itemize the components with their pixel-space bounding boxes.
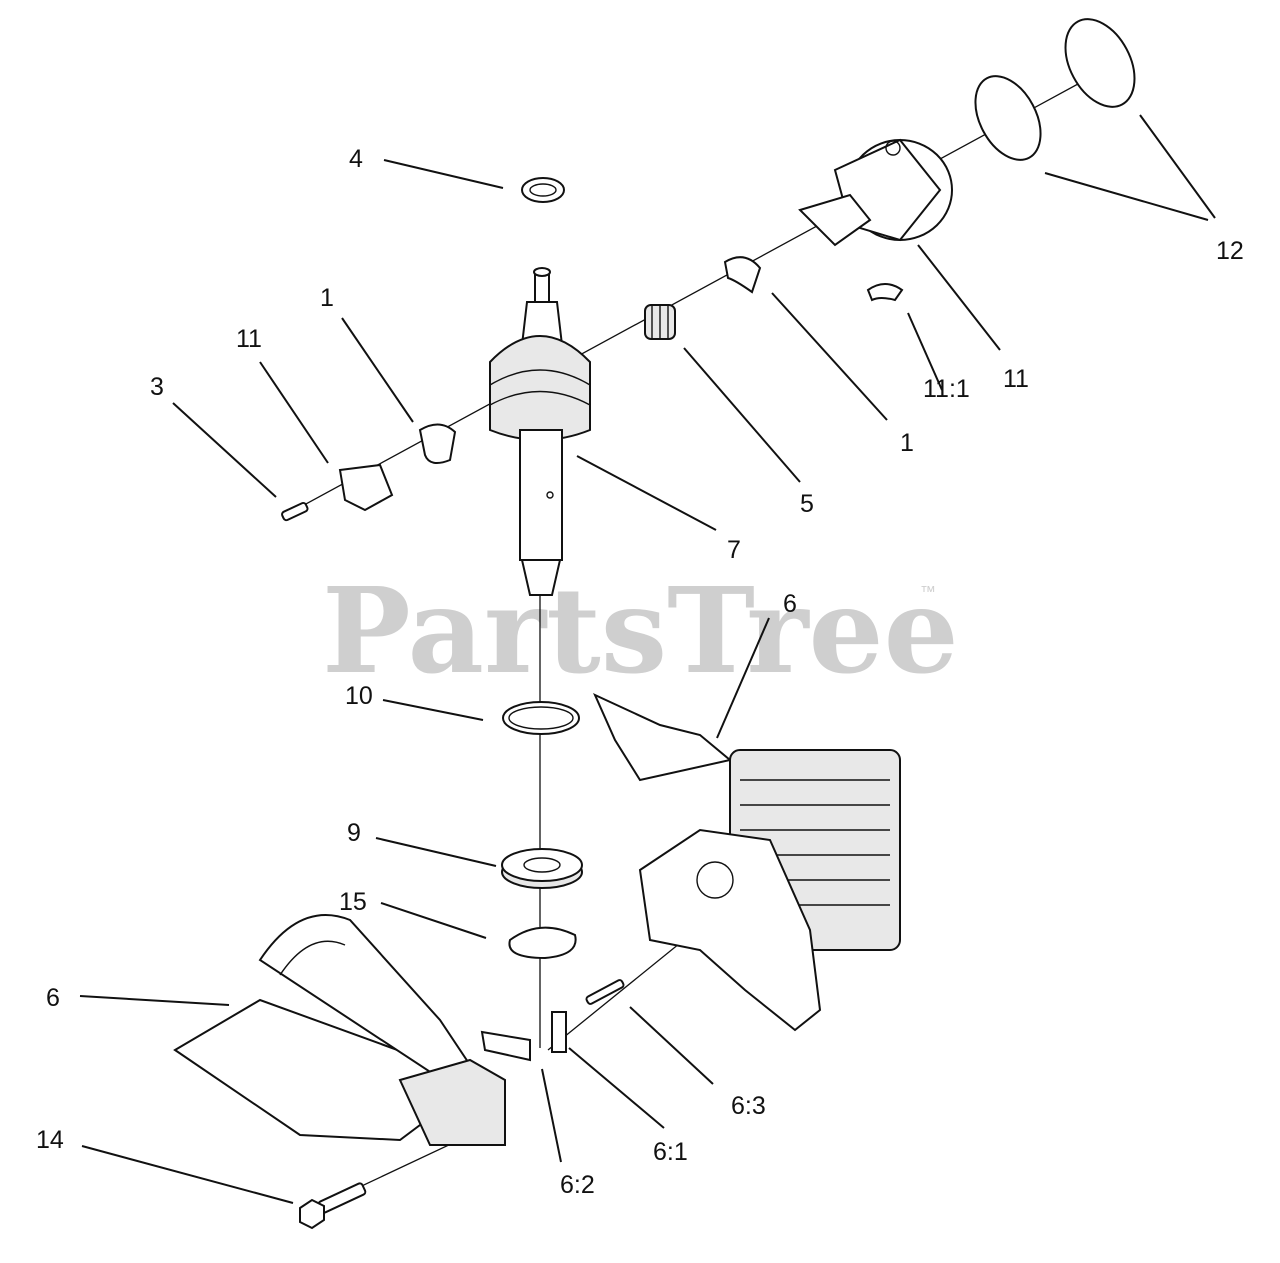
callout-labels: 4 12 1 11 3 11 11:1 1 5 7 6 10 9 15 6 6:…: [36, 145, 1244, 1199]
callout-10: 10: [345, 682, 373, 710]
part-6-2-gasket: [480, 1030, 531, 1062]
part-4-seal: [521, 177, 565, 203]
part-5-bearing: [644, 304, 676, 340]
part-10-ring: [502, 701, 580, 735]
callout-6-lower: 6: [46, 984, 60, 1012]
part-11-piston: [798, 138, 953, 247]
part-14-bolt: [299, 1182, 367, 1230]
callout-4: 4: [349, 145, 363, 173]
callout-9: 9: [347, 819, 361, 847]
crankshaft: [489, 267, 591, 596]
callout-6-upper: 6: [783, 590, 797, 618]
part-15-snap-ring: [508, 926, 577, 960]
part-9-bearing: [501, 848, 583, 889]
callout-11-left: 11: [236, 325, 262, 353]
callout-11-right: 11: [1003, 365, 1029, 393]
part-11-1-clip: [866, 283, 904, 302]
part-6-1-plate: [551, 1011, 567, 1053]
part-1-washer-right: [723, 256, 762, 294]
callout-6-1: 6:1: [653, 1138, 688, 1166]
watermark-text: PartsTree: [322, 561, 959, 700]
callout-6-2: 6:2: [560, 1171, 595, 1199]
part-12-ring-front: [974, 75, 1042, 161]
callout-14: 14: [36, 1126, 64, 1154]
callout-5: 5: [800, 490, 814, 518]
callout-1-right: 1: [900, 429, 914, 457]
callout-1-left: 1: [320, 284, 334, 312]
part-6-crankcase: [173, 914, 506, 1146]
part-6-cylinder: [593, 692, 901, 1032]
part-6-3-screw: [585, 979, 625, 1005]
part-12-ring-back: [1064, 18, 1136, 108]
part-1-washer-left: [418, 423, 457, 465]
callout-7: 7: [727, 536, 741, 564]
callout-12: 12: [1216, 237, 1244, 265]
callout-3: 3: [150, 373, 164, 401]
callout-6-3: 6:3: [731, 1092, 766, 1120]
part-3-screw: [281, 501, 309, 522]
callout-11-1: 11:1: [923, 375, 970, 403]
callout-15: 15: [339, 888, 367, 916]
watermark-trademark: ™: [920, 584, 936, 601]
part-11-rod-cap: [338, 463, 394, 512]
leader-lines: [79, 114, 1216, 1204]
